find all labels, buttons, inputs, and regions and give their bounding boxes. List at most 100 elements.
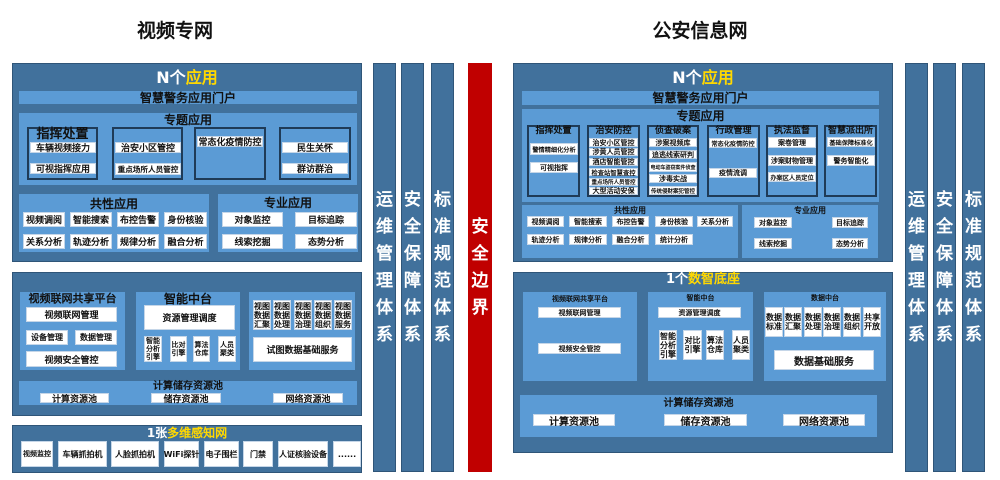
module-item: 储存资源池 <box>664 414 747 428</box>
apps-layer-title: N个应用 <box>513 69 893 87</box>
module-item: 办案区人员定位 <box>768 172 816 182</box>
module-item-vertical: 视图数据治理 <box>294 300 312 330</box>
module-item: 规律分析 <box>117 234 159 249</box>
module-item-vertical: 数据标准 <box>765 307 783 337</box>
module-item-vertical: 视图数据组织 <box>314 300 332 330</box>
video-share-title: 视频联网共享平台 <box>552 295 608 303</box>
network-heading-right: 公安信息网 <box>652 20 748 42</box>
module-item: 数据管理 <box>75 330 117 345</box>
data-center-title: 数据中台 <box>811 294 839 302</box>
module-item: 视频调阅 <box>527 216 564 227</box>
module-item: 网络资源池 <box>273 393 343 405</box>
module-item: 车辆抓拍机 <box>58 441 107 467</box>
module-item: 融合分析 <box>164 234 207 249</box>
module-item: 涉黄人员管控 <box>589 148 638 156</box>
module-item: 布控告警 <box>117 212 159 227</box>
common-apps-box <box>522 205 738 258</box>
title-prefix: 1个 <box>665 272 689 287</box>
module-item-vertical: 数据处理 <box>804 307 822 337</box>
thematic-group <box>194 127 266 180</box>
module-item-vertical: 人员聚类 <box>732 330 750 360</box>
title-prefix: N个 <box>156 68 186 87</box>
thematic-title: 专题应用 <box>163 113 212 127</box>
module-item-vertical: 算法仓库 <box>193 336 210 362</box>
video-share-title: 视频联网共享平台 <box>28 292 117 305</box>
module-item: 轨迹分析 <box>527 234 564 245</box>
module-item: 大型活动安保 <box>589 187 638 195</box>
module-item: 视频联网管理 <box>26 307 117 322</box>
module-item: 涉案视频库 <box>649 138 697 147</box>
module-item: 线索挖掘 <box>754 238 792 249</box>
module-item: 电子围栏 <box>204 441 239 467</box>
module-item: 布控告警 <box>612 216 649 227</box>
module-item: 视频监控 <box>21 441 53 467</box>
module-item-vertical: 数据汇聚 <box>784 307 802 337</box>
module-item: 目标追踪 <box>295 212 357 227</box>
title-prefix: 1张 <box>146 426 168 440</box>
module-item: 关系分析 <box>23 234 65 249</box>
module-item-vertical: 视图数据处理 <box>273 300 291 330</box>
module-item: 涉毒实战 <box>649 174 697 183</box>
module-item: 对象监控 <box>754 217 792 228</box>
module-item: 计算资源池 <box>40 393 109 405</box>
thematic-apps-box <box>522 109 879 202</box>
title-highlight: 应用 <box>701 68 734 87</box>
common-apps-title: 共性应用 <box>89 197 138 211</box>
module-item: 融合分析 <box>612 234 649 245</box>
title-highlight: 应用 <box>185 68 218 87</box>
module-item-vertical: 算法仓库 <box>706 330 724 360</box>
pillar-left-2: 标准规范体系 <box>431 63 454 472</box>
module-item: 车辆视频接力 <box>30 142 96 154</box>
module-item: 智能搜索 <box>569 216 607 227</box>
module-item-vertical: 对比引擎 <box>683 330 702 360</box>
module-item: 治安小区管控 <box>589 138 638 147</box>
module-item: 可视指挥应用 <box>30 163 96 175</box>
title-highlight: 多维感知网 <box>167 426 228 440</box>
thematic-group-title: 智慧派出所 <box>827 126 873 136</box>
module-item: 群访群治 <box>282 163 348 175</box>
module-item-vertical: 智能分析引擎 <box>144 336 162 362</box>
thematic-group-title: 侦查破案 <box>654 126 691 136</box>
module-item: 目标追踪 <box>832 217 868 228</box>
module-item-vertical: 比对引擎 <box>170 336 187 362</box>
security-boundary: 安全边界 <box>468 63 492 472</box>
resource-pool-title: 计算储存资源池 <box>153 381 223 392</box>
module-item: 警务智能化 <box>827 155 875 166</box>
module-item: 门禁 <box>243 441 273 467</box>
module-item: 轨迹分析 <box>70 234 112 249</box>
module-item: 疫情流调 <box>709 168 757 178</box>
module-item: 网络资源池 <box>783 414 865 428</box>
module-item: 试图数据基础服务 <box>253 337 352 362</box>
module-item: 视频安全管控 <box>538 343 621 354</box>
module-item: 常态化疫情防控 <box>197 136 263 148</box>
thematic-group-title: 指挥处置 <box>36 127 89 142</box>
pillar-right-2: 标准规范体系 <box>962 63 985 472</box>
module-item: 设备管理 <box>26 330 68 345</box>
module-item: 视频安全管控 <box>26 351 117 367</box>
pro-apps-box <box>742 205 878 258</box>
module-item-vertical: 视图数据服务 <box>334 300 352 330</box>
module-item: 资源管理调度 <box>658 307 741 318</box>
ai-center-title: 智能中台 <box>686 294 715 302</box>
platform-layer-title: 1个数智底座 <box>513 272 893 287</box>
module-item: 视频联网管理 <box>538 307 621 318</box>
resource-pool-title: 计算储存资源池 <box>663 398 734 409</box>
module-item: 智能搜索 <box>70 212 112 227</box>
module-item: 警情精细化分析 <box>530 143 578 155</box>
module-item-vertical: 共享开放 <box>863 307 881 337</box>
module-item: 检查站智慧查控 <box>589 168 638 177</box>
pillar-right-0: 运维管理体系 <box>905 63 928 472</box>
module-item: 关系分析 <box>697 216 733 227</box>
module-item: 储存资源池 <box>151 393 221 405</box>
network-heading-left: 视频专网 <box>136 20 213 42</box>
title-highlight: 数智底座 <box>688 272 741 287</box>
portal-title: 智慧警务应用门户 <box>652 91 749 105</box>
module-item: 资源管理调度 <box>144 305 235 330</box>
module-item: ...... <box>333 441 361 467</box>
ai-center-title: 智能中台 <box>163 292 212 306</box>
module-item: 人证核验设备 <box>278 441 328 467</box>
module-item: 治安小区管控 <box>115 142 181 154</box>
title-prefix: N个 <box>672 68 702 87</box>
portal-bar <box>19 91 357 104</box>
portal-title: 智慧警务应用门户 <box>139 91 236 105</box>
